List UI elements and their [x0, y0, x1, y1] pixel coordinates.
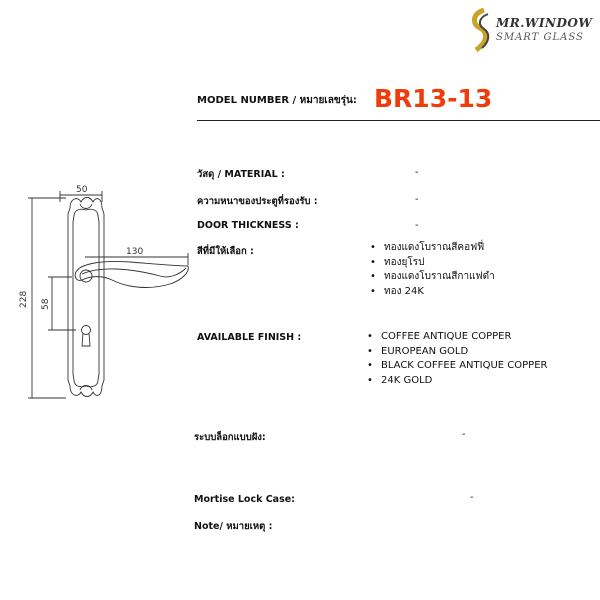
list-item: ทองแดงโบราณสีคอฟฟี่ [370, 241, 495, 256]
list-item: ทอง 24K [370, 285, 495, 300]
list-item: 24K GOLD [367, 374, 547, 389]
lock-system-label: ระบบล็อกแบบฝัง: [194, 432, 266, 443]
door-thickness-value: - [415, 220, 419, 231]
logo-swirl-icon [472, 7, 490, 53]
logo-line2: SMART GLASS [496, 32, 584, 43]
list-item: EUROPEAN GOLD [367, 345, 547, 360]
list-item: ทองแดงโบราณสีกาแฟดำ [370, 270, 495, 285]
model-number-label: MODEL NUMBER / หมายเลขรุ่น: [197, 95, 357, 106]
lock-system-value: - [462, 429, 466, 440]
colors-list: ทองแดงโบราณสีคอฟฟี่ ทองยุโรป ทองแดงโบราณ… [370, 241, 495, 299]
handle-technical-drawing: 50 130 228 58 [10, 180, 200, 410]
header-divider [197, 120, 600, 121]
mortise-value: - [470, 492, 474, 503]
model-number-value: BR13-13 [374, 84, 493, 113]
finish-label: AVAILABLE FINISH : [197, 332, 302, 343]
list-item: COFFEE ANTIQUE COPPER [367, 330, 547, 345]
list-item: BLACK COFFEE ANTIQUE COPPER [367, 359, 547, 374]
dim-center-label: 58 [41, 298, 51, 310]
mortise-label: Mortise Lock Case: [194, 494, 295, 505]
door-thickness-th-label: ความหนาของประตูที่รองรับ : [197, 196, 318, 207]
finish-list: COFFEE ANTIQUE COPPER EUROPEAN GOLD BLAC… [367, 330, 547, 388]
list-item: ทองยุโรป [370, 256, 495, 271]
material-value: - [415, 167, 419, 178]
door-thickness-label: DOOR THICKNESS : [197, 220, 299, 231]
logo-line1: MR.WINDOW [496, 16, 593, 30]
note-label: Note/ หมายเหตุ : [194, 521, 273, 532]
colors-label: สีที่มีให้เลือก : [197, 246, 254, 257]
door-thickness-th-value: - [415, 194, 419, 205]
door-handle-drawing: 50 130 228 58 [19, 185, 189, 399]
material-label: วัสดุ / MATERIAL : [197, 169, 285, 180]
dim-width-label: 50 [76, 185, 88, 195]
brand-logo: MR.WINDOW SMART GLASS [466, 7, 596, 53]
dim-height-label: 228 [19, 291, 29, 308]
dim-handle-label: 130 [126, 247, 143, 257]
